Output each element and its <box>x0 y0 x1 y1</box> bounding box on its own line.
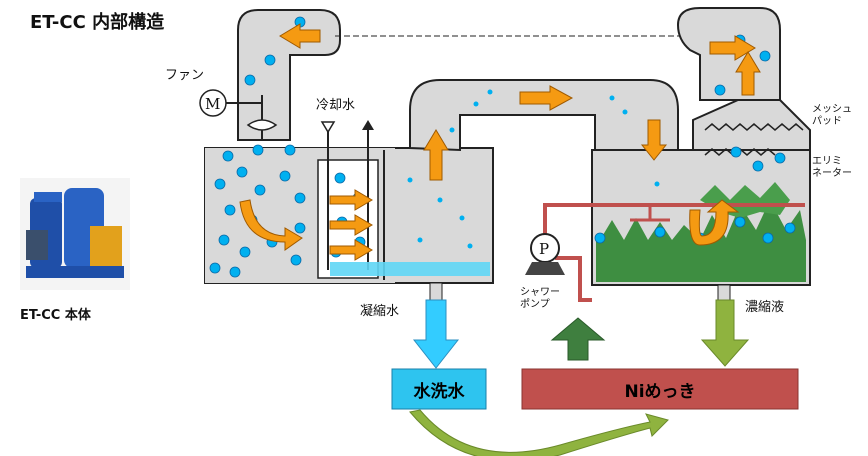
concentrate-outlet <box>717 284 731 301</box>
fan-label: ファン <box>165 68 205 83</box>
rinse-water-box <box>391 368 487 410</box>
cooling-water-label: 冷却水 <box>316 98 356 113</box>
flow-arrows <box>239 23 761 261</box>
pump-symbol: P <box>539 240 549 258</box>
eliminator-label: エリミ ネーター <box>812 156 852 179</box>
condensate-arrow <box>412 299 460 369</box>
et-cc-unit-photo <box>20 178 130 290</box>
concentrate-label: 濃縮液 <box>745 300 785 315</box>
feed-up-arrow <box>550 317 606 361</box>
fan-motor <box>199 89 278 140</box>
condensate-outlet <box>429 282 443 302</box>
cooling-tank <box>204 130 494 284</box>
transfer-duct <box>409 79 679 152</box>
small-bubble-group <box>407 89 660 249</box>
rinse-water-text: 水洗水 <box>413 381 465 402</box>
mesh-pad-label: メッシュ パッド <box>812 104 852 127</box>
shower-pump <box>525 233 565 275</box>
return-arrow <box>409 409 669 456</box>
concentrate-arrow <box>700 299 750 367</box>
ni-plating-box <box>521 368 799 410</box>
cooling-outlet-icon <box>362 120 374 130</box>
condensate-label: 凝縮水 <box>360 304 400 319</box>
motor-symbol: M <box>205 95 220 113</box>
cooling-inlet-icon <box>320 121 336 134</box>
body-label: ET-CC 本体 <box>20 308 91 323</box>
page-title: ET-CC 内部構造 <box>30 12 165 33</box>
shower-pump-label: シャワー ポンプ <box>520 287 560 310</box>
ni-plating-text: Niめっき <box>624 381 696 402</box>
